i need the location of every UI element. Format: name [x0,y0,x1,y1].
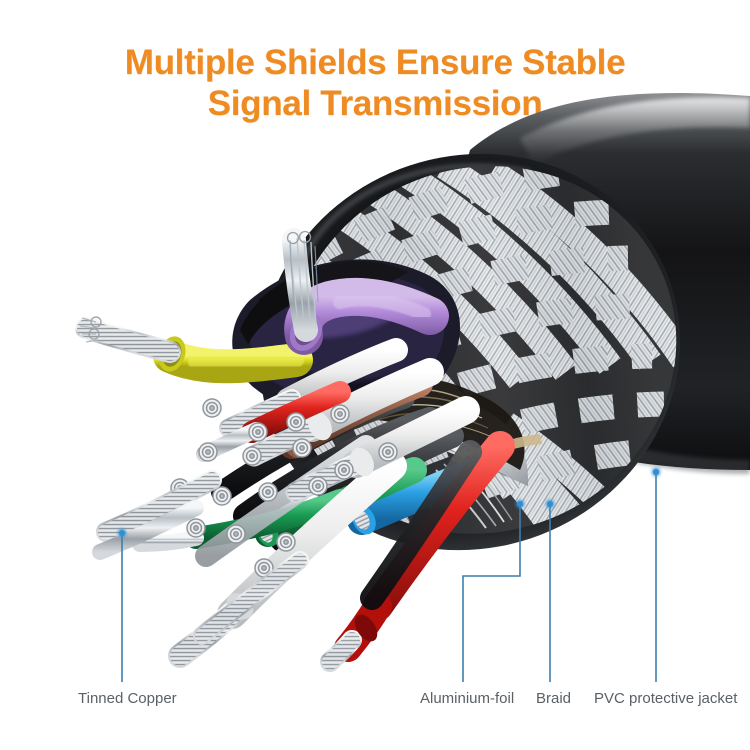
callout-label-braid: Braid [536,690,572,707]
leader-lines [121,474,657,682]
callout-label-tinned-copper: Tinned Copper [78,690,177,707]
leader-line-aluminium-foil [462,506,521,682]
wire-black-down [360,440,482,610]
leader-dots [118,468,660,537]
wire-purple [282,228,449,355]
callout-label-pvc-jacket: PVC protective jacket [594,690,738,707]
tinned-copper-strands [92,470,309,645]
callout-label-aluminium-foil: Aluminium-foil [420,690,515,707]
wire-yellow [75,316,313,384]
